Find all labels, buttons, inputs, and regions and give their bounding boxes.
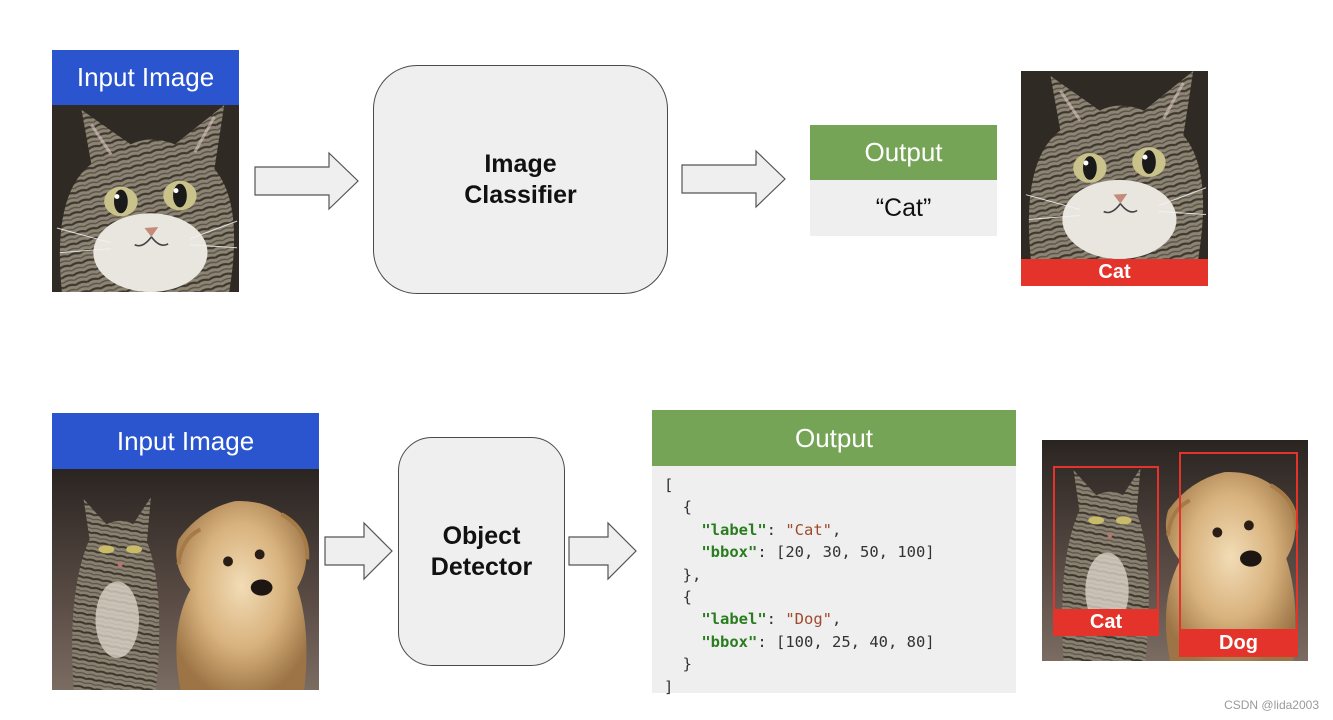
- json-key-bbox: "bbox": [701, 632, 758, 651]
- watermark: CSDN @lida2003: [1224, 698, 1319, 712]
- right-arrow-icon: [568, 521, 637, 581]
- json-value-bbox: [100, 25, 40, 80]: [776, 632, 935, 651]
- cat-detection-label: Cat: [1053, 609, 1159, 636]
- image-classifier-label-line1: Image: [484, 149, 557, 178]
- dog-detection-label: Dog: [1179, 629, 1298, 657]
- right-arrow-icon: [254, 151, 359, 211]
- detection-json: [ { "label": "Cat", "bbox": [20, 30, 50,…: [664, 476, 935, 696]
- classification-output-body: “Cat”: [810, 180, 997, 236]
- image-classifier-label-line2: Classifier: [464, 180, 577, 209]
- detection-output-body: [ { "label": "Cat", "bbox": [20, 30, 50,…: [652, 466, 1016, 696]
- right-arrow-icon: [681, 149, 786, 209]
- object-detector-label-line1: Object: [442, 521, 521, 550]
- detection-input-image: Input Image: [52, 413, 319, 690]
- detection-result-image: Cat Dog: [1042, 440, 1308, 661]
- classification-output-header: Output: [810, 125, 997, 180]
- right-arrow-icon: [324, 521, 393, 581]
- classification-input-header: Input Image: [52, 50, 239, 105]
- json-key-bbox: "bbox": [701, 543, 758, 562]
- image-classifier-box: Image Classifier: [373, 65, 668, 294]
- json-value-bbox: [20, 30, 50, 100]: [776, 543, 935, 562]
- detection-output-header: Output: [652, 410, 1016, 466]
- classification-result-label: Cat: [1021, 259, 1208, 286]
- detection-input-header: Input Image: [52, 413, 319, 469]
- cat-dog-photo: [52, 469, 319, 690]
- object-detector-box: Object Detector: [398, 437, 565, 666]
- dog-bounding-box: [1179, 452, 1298, 657]
- json-value-label: "Cat": [785, 520, 833, 539]
- json-key-label: "label": [701, 520, 767, 539]
- object-detector-label-line2: Detector: [430, 552, 533, 581]
- classification-input-image: Input Image: [52, 50, 239, 292]
- json-key-label: "label": [701, 610, 767, 629]
- json-value-label: "Dog": [785, 610, 833, 629]
- cat-photo: [1021, 71, 1208, 259]
- cat-photo: [52, 105, 239, 292]
- classification-output-value: “Cat”: [875, 193, 932, 222]
- classification-result-image: Cat: [1021, 71, 1208, 286]
